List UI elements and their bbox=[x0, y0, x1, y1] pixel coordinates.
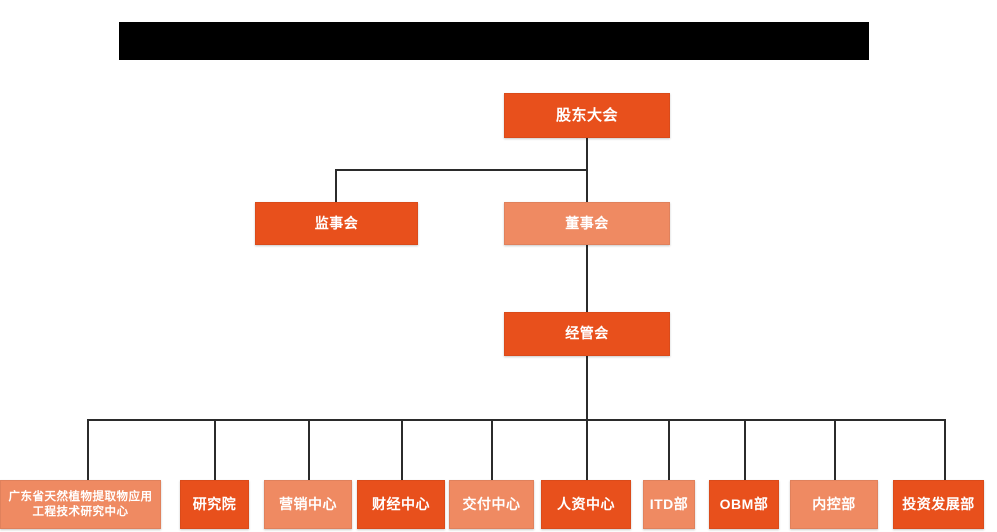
node-supervisory-board[interactable]: 监事会 bbox=[255, 202, 418, 245]
connector-drop-guangdong-research-center bbox=[87, 419, 89, 480]
connector-shareholders-down bbox=[586, 138, 588, 170]
node-label: 经管会 bbox=[565, 325, 609, 342]
connector-drop-obm-department bbox=[744, 419, 746, 480]
connector-management-down bbox=[586, 356, 588, 420]
connector-drop-research-institute bbox=[214, 419, 216, 480]
connector-drop-finance-center bbox=[401, 419, 403, 480]
connector-drop-itd-department bbox=[668, 419, 670, 480]
node-label: 监事会 bbox=[314, 214, 359, 231]
connector-drop-marketing-center bbox=[308, 419, 310, 480]
node-label: 财经中心 bbox=[372, 495, 430, 512]
node-finance-center[interactable]: 财经中心 bbox=[357, 480, 445, 529]
connector-drop-delivery-center bbox=[491, 419, 493, 480]
node-label: 投资发展部 bbox=[902, 495, 975, 512]
redacted-title-bar bbox=[119, 22, 869, 60]
connector-department-bus bbox=[87, 419, 945, 421]
node-label: 董事会 bbox=[565, 214, 609, 231]
node-label: 内控部 bbox=[812, 495, 856, 512]
node-internal-control-department[interactable]: 内控部 bbox=[790, 480, 878, 529]
connector-level2-horizontal bbox=[335, 169, 587, 171]
connector-directors-down bbox=[586, 169, 588, 203]
connector-drop-internal-control-department bbox=[834, 419, 836, 480]
node-obm-department[interactable]: OBM部 bbox=[709, 480, 779, 529]
node-label: 人资中心 bbox=[557, 495, 615, 512]
node-shareholders-meeting[interactable]: 股东大会 bbox=[504, 93, 670, 138]
node-management-committee[interactable]: 经管会 bbox=[504, 312, 670, 356]
connector-directors-to-management bbox=[586, 244, 588, 313]
node-hr-center[interactable]: 人资中心 bbox=[541, 480, 631, 529]
node-marketing-center[interactable]: 营销中心 bbox=[264, 480, 352, 529]
node-label: 研究院 bbox=[192, 495, 237, 512]
connector-supervisory-down bbox=[335, 169, 337, 203]
node-label: 交付中心 bbox=[462, 495, 521, 512]
connector-drop-investment-development-department bbox=[944, 419, 946, 480]
node-itd-department[interactable]: ITD部 bbox=[643, 480, 695, 529]
node-label: 营销中心 bbox=[279, 495, 337, 512]
connector-drop-hr-center bbox=[586, 419, 588, 480]
node-label: OBM部 bbox=[719, 495, 769, 512]
node-board-of-directors[interactable]: 董事会 bbox=[504, 202, 670, 245]
node-investment-development-department[interactable]: 投资发展部 bbox=[893, 480, 984, 529]
node-label: ITD部 bbox=[649, 495, 689, 512]
node-label: 股东大会 bbox=[555, 106, 618, 124]
node-delivery-center[interactable]: 交付中心 bbox=[449, 480, 534, 529]
node-research-institute[interactable]: 研究院 bbox=[180, 480, 249, 529]
node-guangdong-research-center[interactable]: 广东省天然植物提取物应用工程技术研究中心 bbox=[0, 480, 161, 529]
node-label: 广东省天然植物提取物应用工程技术研究中心 bbox=[8, 490, 153, 518]
